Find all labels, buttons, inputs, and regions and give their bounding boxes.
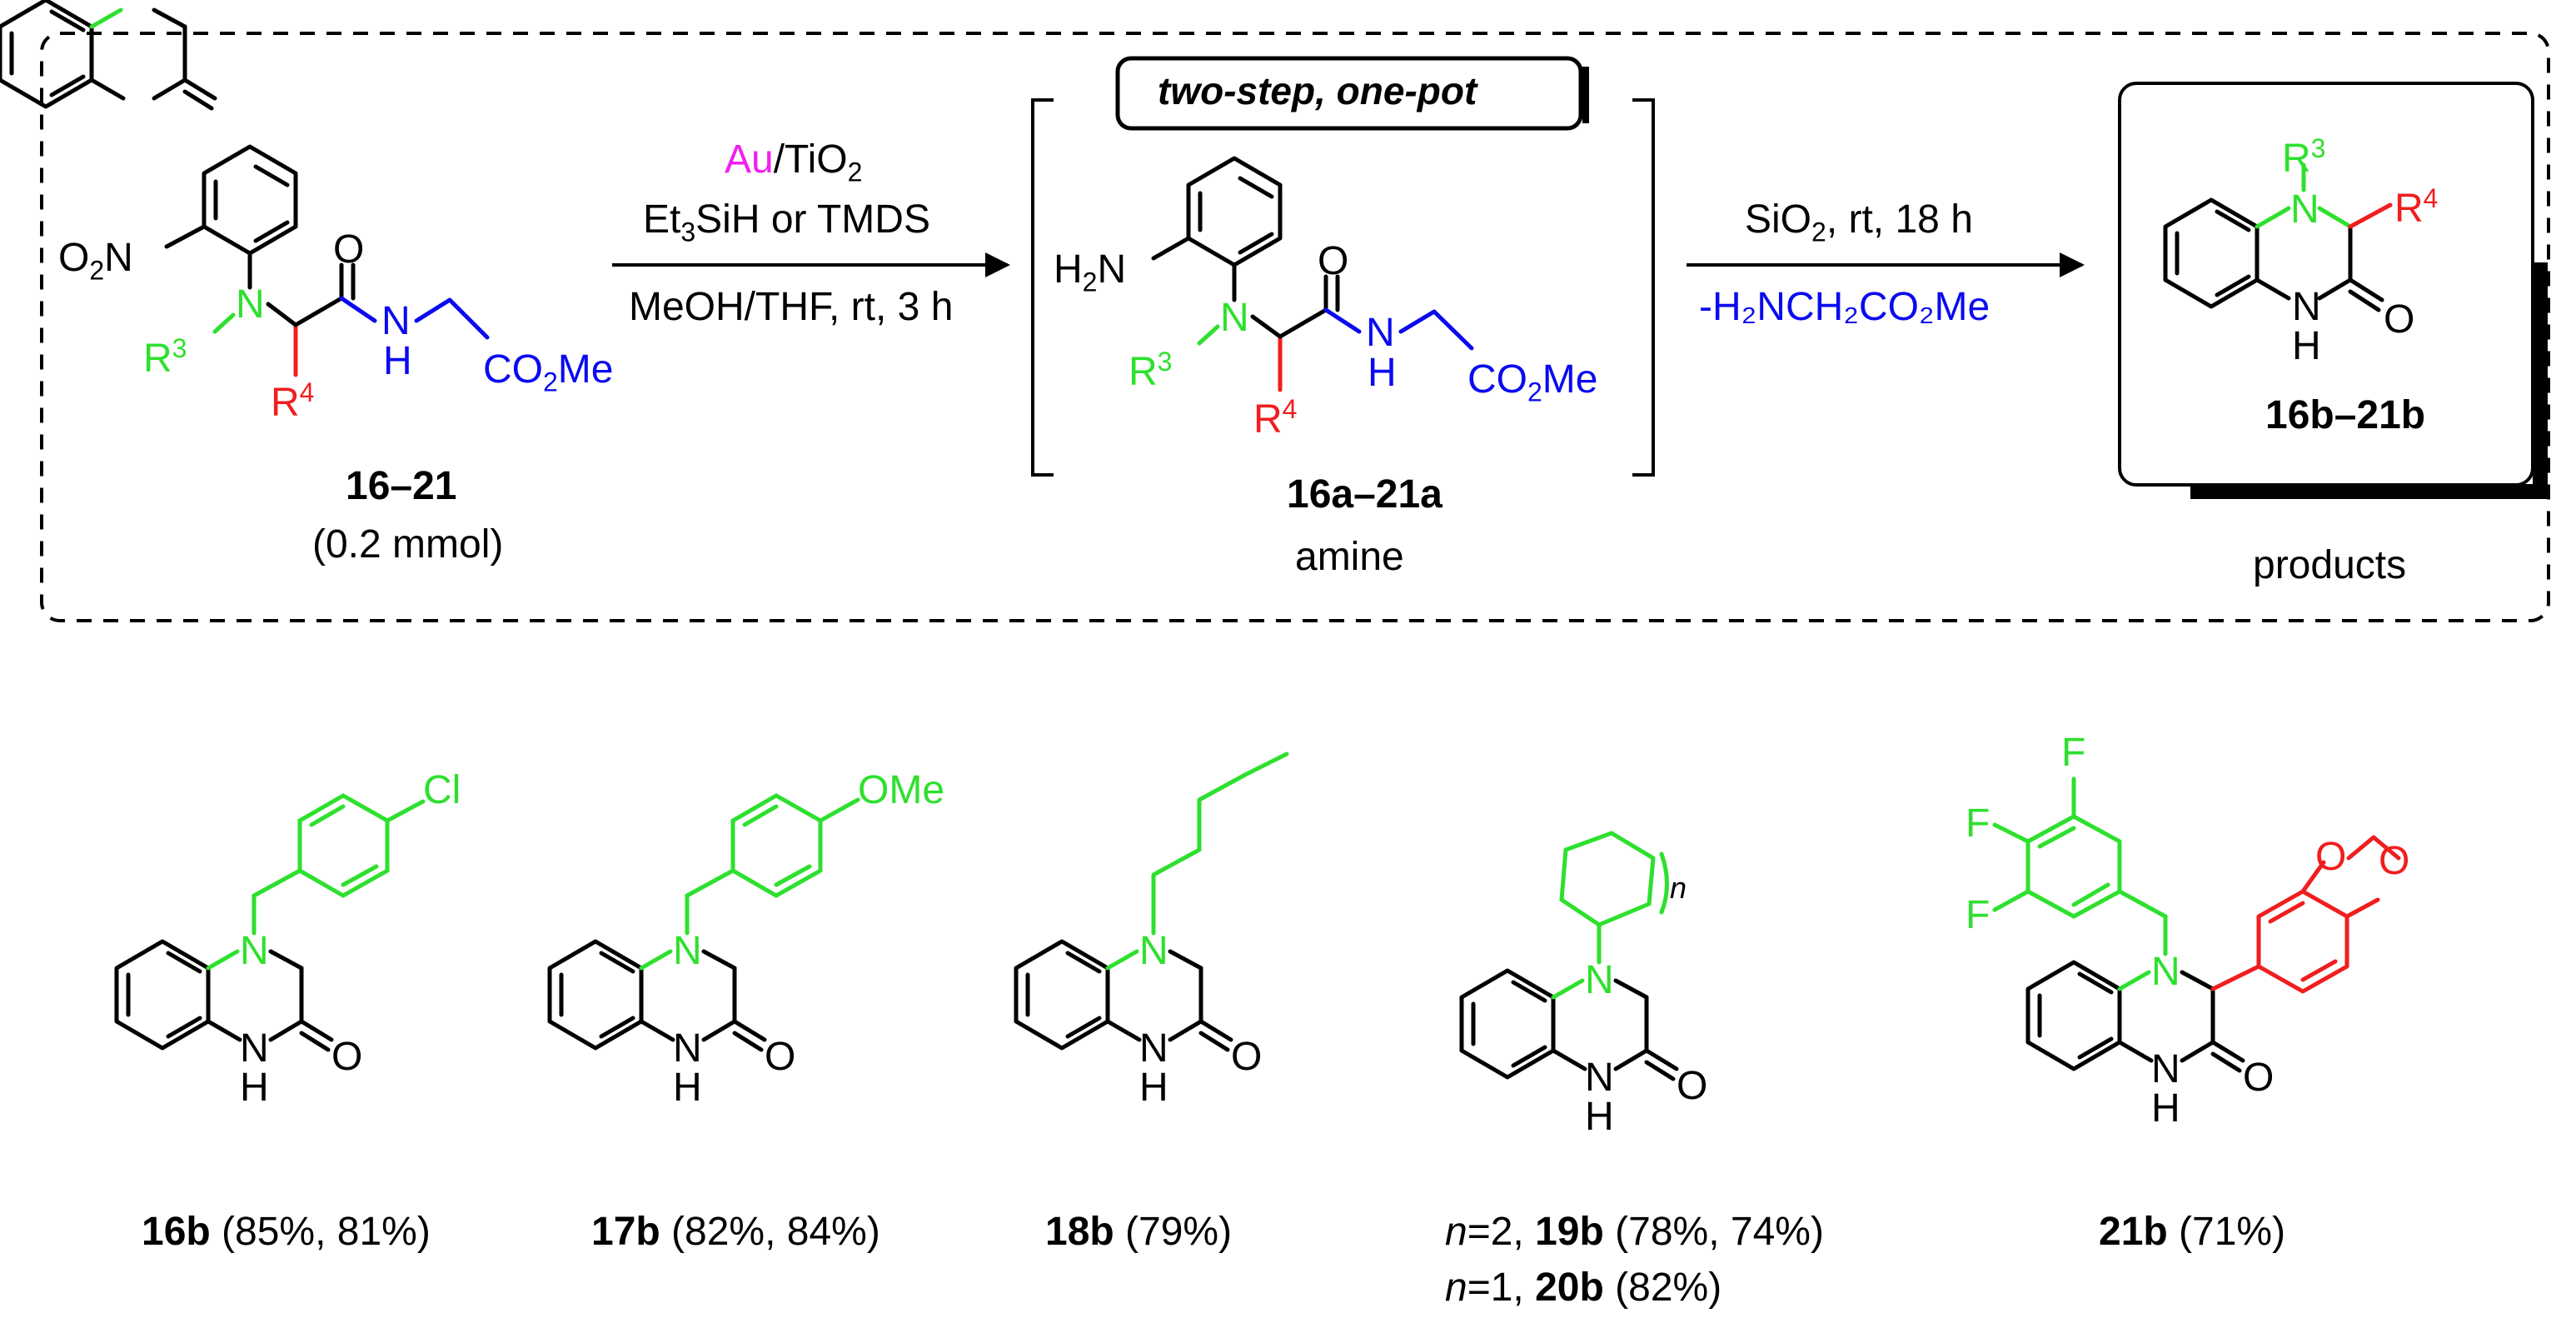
ex21b-N4: N [2151,950,2180,994]
prod-caption: products [2253,543,2407,587]
quinoxalinone-core [0,0,217,111]
caption-18b: 18b (79%) [1045,1210,1233,1254]
sm-amount: (0.2 mmol) [312,522,504,567]
core-19b [1462,971,1677,1079]
int-R3: R3 [1129,347,1173,394]
ex18b-N4: N [1139,929,1168,973]
benzodioxole-group [2210,835,2401,994]
caption-20b: n=1, 20b (82%) [1445,1266,1722,1310]
sm-amide-N: N [381,299,411,343]
int-amino-group: H2N [1054,247,1127,297]
ex16b-H1: H [240,1066,269,1110]
sm-amine-N: N [236,282,265,327]
int-ester: CO2Me [1467,357,1598,407]
prod-N1: N [2292,285,2321,329]
quinoxalinone-product [2163,162,2393,312]
core-16b [117,941,331,1050]
sm-amide-H: H [383,339,412,383]
ex21b-O: O [2243,1056,2275,1100]
step2-byproduct: -H₂NCH₂CO₂Me [1699,285,1991,329]
sm-carbonyl-O: O [333,227,365,272]
ex21b-N1: N [2151,1047,2180,1091]
int-carbonyl-O: O [1318,239,1349,283]
ex16b-Cl: Cl [423,768,461,812]
ex18b-H1: H [1139,1066,1168,1110]
ex21b-F-bot: F [1966,893,1991,937]
ex18b-N1: N [1139,1026,1168,1071]
ex19b-N4: N [1585,958,1614,1002]
cycloalkyl-group [1559,831,1669,965]
prod-R4: R4 [2394,183,2439,231]
caption-16b: 16b (85%, 81%) [142,1210,431,1254]
intermediate-brackets [1031,98,1655,477]
step1-catalyst: Au/TiO2 [725,137,863,187]
ex18b-O: O [1231,1035,1263,1079]
core-18b [1016,941,1231,1050]
ex21b-dioxole-O1: O [2315,835,2347,879]
ex19b-H1: H [1585,1095,1614,1139]
ex17b-OMe: OMe [858,768,945,812]
ex16b-N1: N [240,1026,269,1071]
prod-N4: N [2290,187,2319,232]
core-21b [2028,962,2243,1071]
step2-reagent: SiO2, rt, 18 h [1745,197,1973,247]
ex21b-dioxole-O2: O [2379,839,2410,883]
chlorobenzyl-group [252,793,426,936]
ex17b-N1: N [673,1026,702,1071]
ex16b-N4: N [240,929,269,973]
ex17b-O: O [765,1035,796,1079]
caption-17b: 17b (82%, 84%) [591,1210,880,1254]
ex19b-O: O [1677,1064,1708,1108]
prod-H1: H [2292,324,2321,368]
ex19b-N1: N [1585,1056,1614,1100]
ex21b-F-mid: F [1966,801,1991,846]
methoxybenzyl-group [685,793,860,936]
sm-ester: CO2Me [483,347,614,397]
ex16b-O: O [331,1035,363,1079]
sm-R4: R4 [271,377,315,425]
sm-id: 16–21 [346,464,457,508]
int-R4: R4 [1253,394,1298,442]
int-id: 16a–21a [1287,472,1442,517]
caption-19b: n=2, 19b (78%, 74%) [1445,1210,1824,1254]
ex17b-N4: N [673,929,702,973]
ex19b-ring-n: n [1670,871,1687,905]
prod-O: O [2384,297,2415,342]
prod-id: 16b–21b [2265,393,2426,437]
step1-reductant: Et3SiH or TMDS [643,197,930,247]
step1-conditions: MeOH/THF, rt, 3 h [629,285,954,329]
sm-R3: R3 [143,333,187,381]
int-caption: amine [1295,535,1404,579]
trifluorobenzyl-group [1992,776,2168,956]
starting-material [164,144,490,377]
caption-21b: 21b (71%) [2099,1210,2286,1254]
badge-label: two-step, one-pot [1158,69,1477,112]
nitro-group-label: O2N [58,236,133,286]
intermediate-amine [1151,156,1474,392]
butyl-group [1151,751,1289,936]
scheme-dashed-frame [40,32,2550,622]
product-box [2118,82,2548,499]
prod-R3: R3 [2282,133,2326,181]
int-amide-H: H [1368,351,1397,395]
ex21b-F-top: F [2061,731,2086,775]
ex21b-H1: H [2151,1086,2180,1131]
two-step-badge [1115,56,1589,131]
int-amine-N: N [1220,296,1249,340]
ex17b-H1: H [673,1066,702,1110]
int-amide-N: N [1366,311,1395,355]
core-17b [550,941,765,1050]
